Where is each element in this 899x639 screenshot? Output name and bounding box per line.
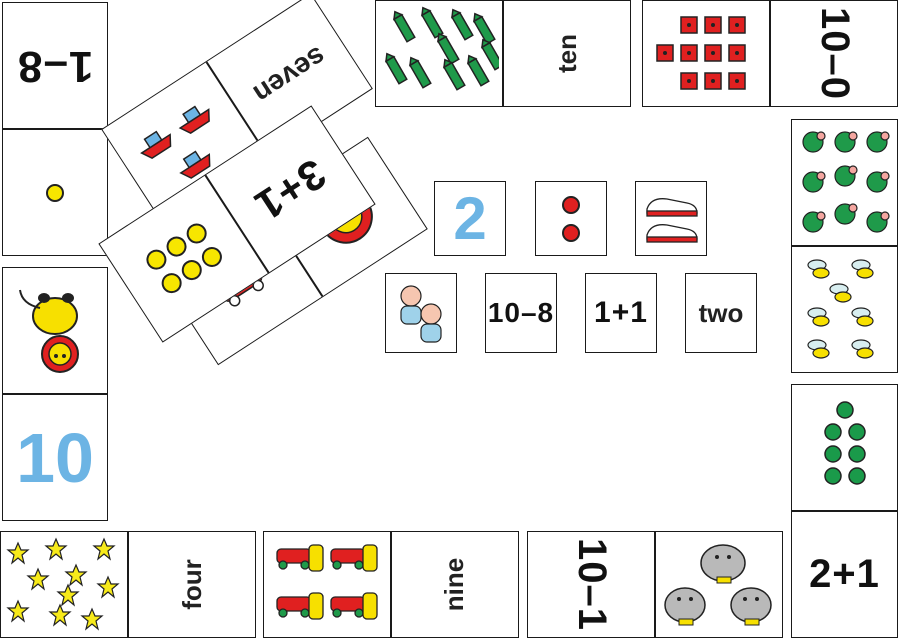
- domino-bottom-hippos[interactable]: 10–1: [527, 531, 783, 638]
- domino-half-word: nine: [390, 532, 518, 637]
- expression-label: 3+1: [246, 149, 335, 230]
- lion-icon: [19, 289, 79, 373]
- card-one-plus-one[interactable]: 1+1: [585, 273, 657, 353]
- domino-top-dots[interactable]: 10–0: [642, 0, 898, 107]
- yellow-dot-icon: [145, 223, 222, 294]
- domino-half-ladybugs: [792, 120, 897, 245]
- domino-bottom-stars[interactable]: four: [0, 531, 256, 638]
- card-babies[interactable]: [385, 273, 457, 353]
- card-digit-two[interactable]: 2: [434, 181, 506, 256]
- domino-half-word: four: [127, 532, 255, 637]
- number-label: 2: [453, 185, 487, 252]
- domino-half-six-dots: [100, 176, 268, 341]
- domino-half-lion: [3, 268, 107, 393]
- domino-half-expression: 10–0: [769, 1, 897, 106]
- domino-left-top[interactable]: 1–8: [2, 2, 108, 256]
- domino-half-bees: [792, 245, 897, 372]
- crayon-icon: [384, 6, 499, 91]
- domino-half-six-dots: [792, 385, 897, 510]
- word-label: seven: [247, 40, 332, 111]
- ladybug-icon: [801, 130, 890, 233]
- domino-half-number: 10: [3, 393, 107, 520]
- domino-half-cars: [264, 532, 390, 637]
- card-ten-minus-eight[interactable]: 10–8: [485, 273, 557, 353]
- domino-half-crayons: [376, 1, 502, 106]
- expression-label: 10–8: [487, 297, 555, 328]
- domino-bottom-cars[interactable]: nine: [263, 531, 519, 638]
- star-icon: [7, 537, 119, 630]
- number-label: 10: [16, 418, 94, 497]
- yellow-dot-icon: [46, 183, 64, 202]
- domino-half-boats: [103, 63, 267, 224]
- expression-label: 1+1: [594, 296, 648, 329]
- card-two-dots[interactable]: [535, 181, 607, 256]
- green-dot-icon: [823, 400, 866, 485]
- domino-half-word: ten: [502, 1, 630, 106]
- domino-half-stars: [1, 532, 127, 637]
- word-label: nine: [439, 557, 470, 612]
- domino-half-one-dot: [3, 128, 107, 255]
- domino-left-bottom[interactable]: 10: [2, 267, 108, 521]
- word-label: four: [176, 559, 207, 610]
- red-dot-icon: [656, 15, 746, 90]
- domino-half-hippos: [654, 532, 782, 637]
- card-word-two[interactable]: two: [685, 273, 757, 353]
- domino-pile-front[interactable]: 3+1: [98, 105, 376, 343]
- expression-label: 2+1: [809, 552, 880, 596]
- domino-right-bugs[interactable]: [791, 119, 898, 373]
- domino-half-expression: 10–1: [528, 532, 654, 637]
- baby-icon: [400, 285, 442, 343]
- red-dot-icon: [562, 195, 580, 242]
- domino-pile-back[interactable]: seven: [101, 0, 373, 225]
- expression-label: 1–8: [16, 41, 94, 91]
- domino-half-expression: 1–8: [3, 3, 107, 128]
- sneaker-icon: [646, 197, 698, 243]
- card-sneakers[interactable]: [635, 181, 707, 256]
- domino-half-ten-dots: [643, 1, 769, 106]
- boat-icon: [139, 105, 211, 180]
- word-label: two: [698, 297, 744, 328]
- word-label: ten: [551, 34, 582, 73]
- car-icon: [276, 543, 378, 620]
- domino-top-crayons[interactable]: ten: [375, 0, 631, 107]
- domino-half-expression: 2+1: [792, 510, 897, 637]
- hippo-icon: [664, 543, 772, 625]
- bee-icon: [806, 258, 874, 359]
- expression-label: 10–0: [812, 7, 857, 100]
- expression-label: 10–1: [569, 538, 614, 631]
- domino-right-dots[interactable]: 2+1: [791, 384, 898, 638]
